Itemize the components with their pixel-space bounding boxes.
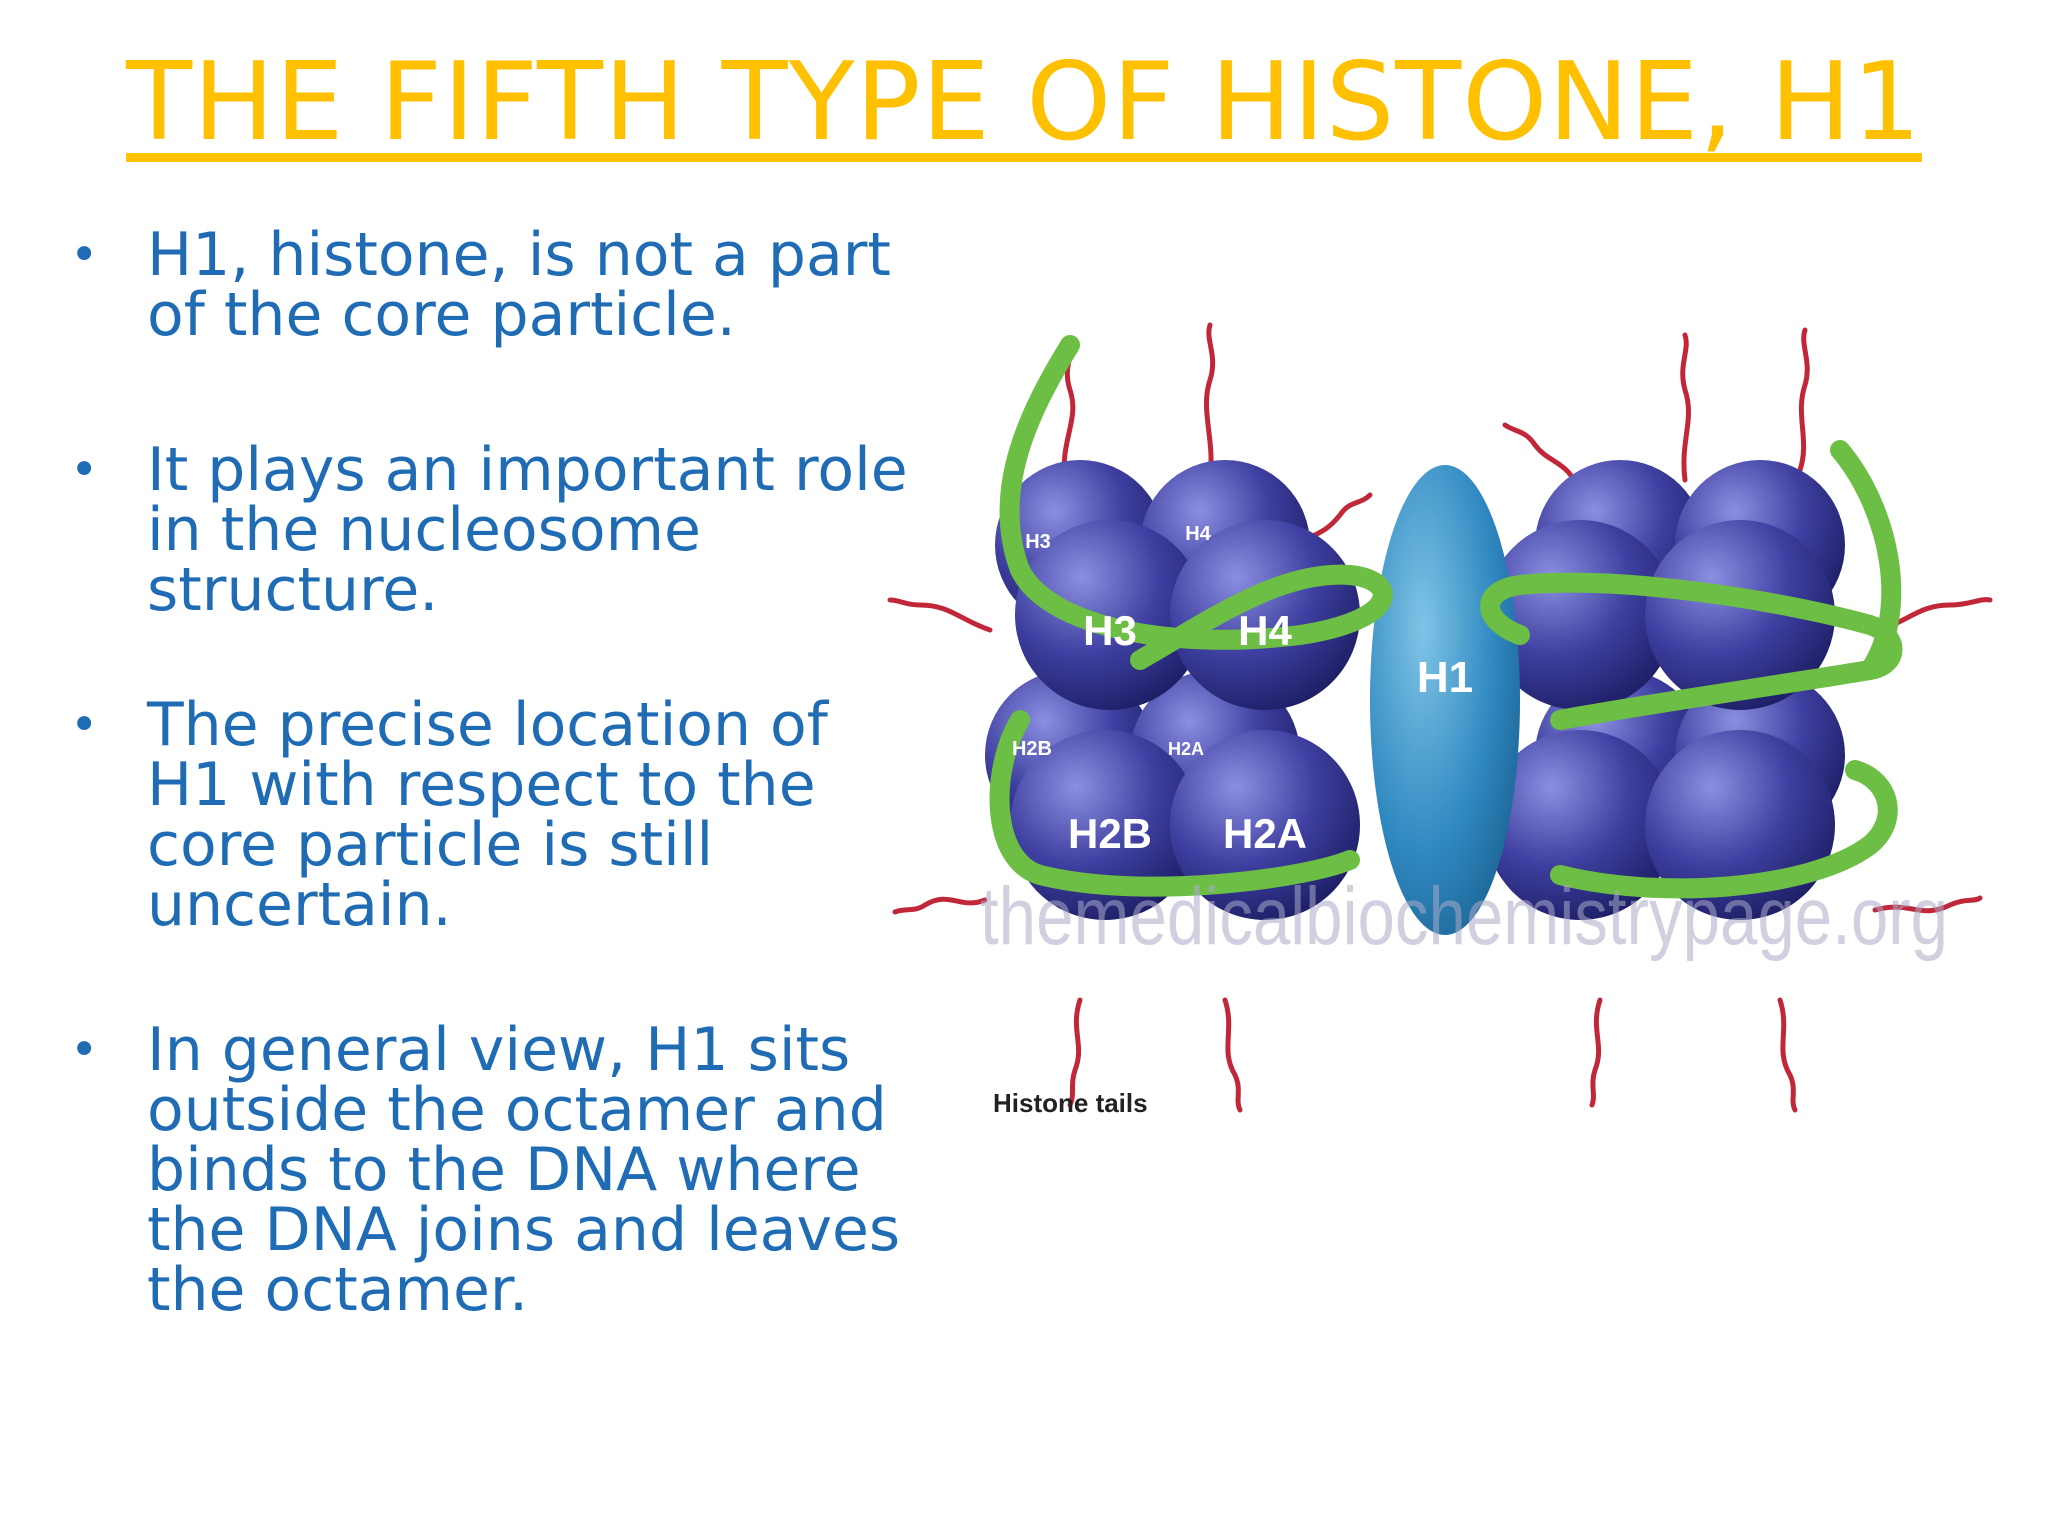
label-h3: H3 [1083, 607, 1137, 654]
bullet-text: H1, histone, is not a part of the core p… [147, 220, 891, 350]
bullet-item: • In general view, H1 sits outside the o… [70, 1020, 910, 1320]
bullet-dot: • [70, 442, 99, 498]
bullet-text: It plays an important role in the nucleo… [147, 435, 908, 625]
nucleosome-diagram: H3 H4 H3 H4 H2B H2A H2B H2A H1 [880, 300, 2020, 1160]
bullet-dot: • [70, 697, 99, 753]
label-h2b-small: H2B [1012, 738, 1052, 760]
label-h4: H4 [1238, 607, 1292, 654]
dna-strand [989, 335, 1903, 899]
label-h4-small: H4 [1185, 523, 1211, 545]
label-h2a: H2A [1223, 810, 1307, 857]
bullet-text: The precise location of H1 with respect … [147, 690, 828, 940]
diagram-caption: Histone tails [993, 1088, 1148, 1118]
bullet-item: • It plays an important role in the nucl… [70, 440, 910, 620]
label-h1: H1 [1417, 653, 1473, 702]
h1-histone [1370, 465, 1520, 935]
bullet-dot: • [70, 227, 99, 283]
bullet-item: • H1, histone, is not a part of the core… [70, 225, 910, 345]
label-h2b: H2B [1068, 810, 1152, 857]
label-h2a-small: H2A [1168, 739, 1204, 759]
bullet-item: • The precise location of H1 with respec… [70, 695, 910, 935]
bullet-text: In general view, H1 sits outside the oct… [147, 1015, 901, 1325]
label-h3-small: H3 [1025, 531, 1051, 553]
nucleosome-illustration: H3 H4 H3 H4 H2B H2A H2B H2A H1 [887, 322, 1993, 1113]
watermark: themedicalbiochemistrypage.org [980, 871, 1949, 962]
slide-title: THE FIFTH TYPE OF HISTONE, H1 [126, 40, 1922, 165]
bullet-dot: • [70, 1022, 99, 1078]
